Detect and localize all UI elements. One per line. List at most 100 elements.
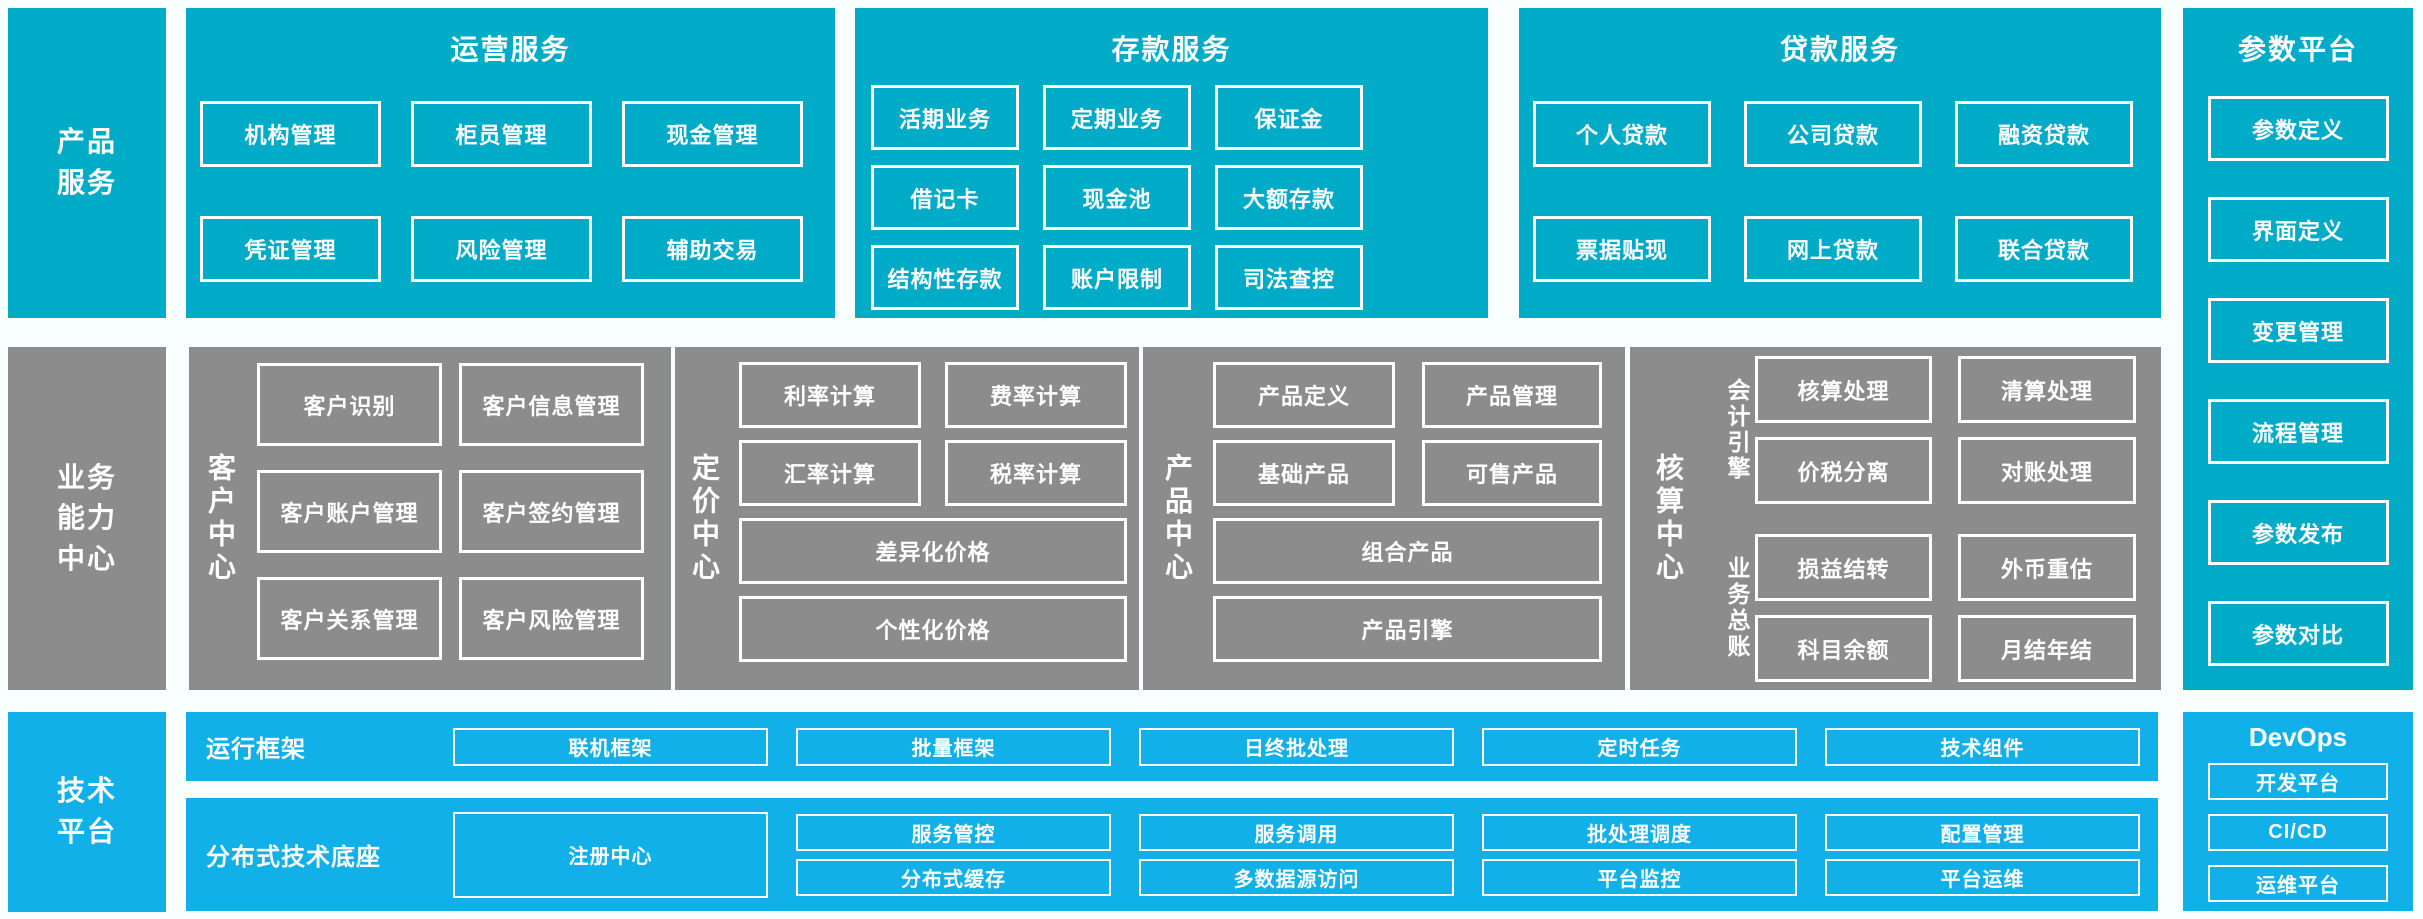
tech-box-distributed-cache: 分布式缓存: [796, 858, 1111, 896]
tech-box-multi-datasource: 多数据源访问: [1139, 858, 1454, 896]
panel-loan-services: 贷款服务 个人贷款 公司贷款 融资贷款 票据贴现 网上贷款 联合贷款: [1519, 8, 2161, 318]
panel-parameter-platform: 参数平台 参数定义 界面定义 变更管理 流程管理 参数发布 参数对比: [2183, 8, 2413, 690]
capability-box-product-engine: 产品引擎: [1213, 596, 1602, 662]
capability-box-customer-relation-mgmt: 客户关系管理: [257, 577, 442, 660]
tech-box-tech-component: 技术组件: [1825, 727, 2140, 766]
service-box-syndicated-loan: 联合贷款: [1955, 216, 2133, 282]
sidebar-product-services: 产品 服务: [8, 8, 166, 318]
panel-operations-services: 运营服务 机构管理 柜员管理 现金管理 凭证管理 风险管理 辅助交易: [186, 8, 835, 318]
service-box-change-mgmt: 变更管理: [2207, 298, 2389, 363]
tech-box-dev-platform: 开发平台: [2208, 763, 2388, 800]
capability-box-customer-signing-mgmt: 客户签约管理: [459, 470, 644, 553]
service-box-auxiliary-trade: 辅助交易: [622, 216, 803, 282]
capability-box-customer-identify: 客户识别: [257, 363, 442, 446]
service-box-cash-pool: 现金池: [1043, 165, 1191, 230]
capability-box-sellable-product: 可售产品: [1422, 440, 1602, 506]
tech-box-registry-center: 注册中心: [453, 811, 768, 898]
sidebar-technology-platform: 技术 平台: [8, 712, 166, 912]
service-box-judicial-control: 司法查控: [1215, 245, 1363, 310]
parameter-platform-stack: 参数定义 界面定义 变更管理 流程管理 参数发布 参数对比: [2207, 96, 2389, 666]
service-box-account-restriction: 账户限制: [1043, 245, 1191, 310]
tech-box-cicd: CI/CD: [2208, 814, 2388, 851]
tech-box-ops-platform: 运维平台: [2208, 865, 2388, 902]
capability-box-tax-calc: 税率计算: [945, 440, 1127, 506]
operations-title: 运营服务: [450, 34, 571, 65]
distributed-base-label: 分布式技术底座: [206, 844, 381, 871]
capability-box-differentiated-pricing: 差异化价格: [739, 518, 1127, 584]
tech-box-service-governance: 服务管控: [796, 813, 1111, 851]
service-box-parameter-definition: 参数定义: [2207, 96, 2389, 161]
capability-box-reconciliation: 对账处理: [1958, 437, 2136, 504]
customer-center-label: 客户中心: [205, 452, 236, 585]
tech-box-online-framework: 联机框架: [453, 727, 768, 766]
panel-product-center: 产品中心 产品定义 产品管理 基础产品 可售产品 组合产品 产品引擎: [1143, 347, 1625, 690]
pricing-center-label: 定价中心: [689, 452, 720, 585]
distributed-col-2: 服务调用 多数据源访问: [1139, 813, 1454, 896]
accounting-center-groups: 会计引擎 核算处理 清算处理 价税分离 对账处理 业务总账 损益结转 外币重估 …: [1724, 356, 2136, 682]
sidebar-business-capability-center: 业务 能力 中心: [8, 347, 166, 690]
capability-box-customer-risk-mgmt: 客户风险管理: [459, 577, 644, 660]
devops-stack: 开发平台 CI/CD 运维平台: [2208, 763, 2388, 902]
accounting-engine-group: 会计引擎 核算处理 清算处理 价税分离 对账处理: [1724, 356, 2136, 504]
panel-pricing-center: 定价中心 利率计算 费率计算 汇率计算 税率计算 差异化价格 个性化价格: [675, 347, 1139, 690]
capability-box-product-definition: 产品定义: [1213, 362, 1395, 428]
capability-box-pnl-carryover: 损益结转: [1755, 534, 1932, 601]
capability-box-clearing-processing: 清算处理: [1958, 356, 2136, 423]
capability-box-price-tax-separation: 价税分离: [1755, 437, 1932, 504]
service-box-margin: 保证金: [1215, 85, 1363, 150]
capability-box-fee-calc: 费率计算: [945, 362, 1127, 428]
tech-box-platform-monitoring: 平台监控: [1482, 858, 1797, 896]
business-ledger-group: 业务总账 损益结转 外币重估 科目余额 月结年结: [1724, 534, 2136, 682]
panel-runtime-framework: 运行框架 联机框架 批量框架 日终批处理 定时任务 技术组件: [186, 712, 2158, 781]
service-box-bill-discount: 票据贴现: [1533, 216, 1711, 282]
runtime-framework-label: 运行框架: [206, 736, 306, 763]
accounting-center-label: 核算中心: [1653, 452, 1684, 585]
capability-box-composite-product: 组合产品: [1213, 518, 1602, 584]
capability-box-accounting-processing: 核算处理: [1755, 356, 1932, 423]
capability-box-interest-calc: 利率计算: [739, 362, 921, 428]
parameter-platform-title: 参数平台: [2237, 34, 2358, 65]
service-box-parameter-release: 参数发布: [2207, 500, 2389, 565]
deposit-grid: 活期业务 定期业务 保证金 借记卡 现金池 大额存款 结构性存款 账户限制 司法…: [871, 85, 1488, 310]
business-ledger-grid: 损益结转 外币重估 科目余额 月结年结: [1755, 534, 2136, 682]
service-box-process-mgmt: 流程管理: [2207, 399, 2389, 464]
service-box-parameter-compare: 参数对比: [2207, 601, 2389, 666]
accounting-engine-grid: 核算处理 清算处理 价税分离 对账处理: [1755, 356, 2136, 504]
capability-box-fx-revaluation: 外币重估: [1958, 534, 2136, 601]
service-box-corporate-loan: 公司贷款: [1744, 101, 1922, 167]
pricing-center-grid: 利率计算 费率计算 汇率计算 税率计算 差异化价格 个性化价格: [739, 362, 1127, 662]
service-box-time-business: 定期业务: [1043, 85, 1191, 150]
capability-box-customer-account-mgmt: 客户账户管理: [257, 470, 442, 553]
tech-box-service-invocation: 服务调用: [1139, 813, 1454, 851]
tech-box-scheduled-task: 定时任务: [1482, 727, 1797, 766]
capability-box-month-year-end: 月结年结: [1958, 615, 2136, 682]
tech-box-batch-framework: 批量框架: [796, 727, 1111, 766]
panel-accounting-center: 核算中心 会计引擎 核算处理 清算处理 价税分离 对账处理 业务总账 损益结转 …: [1630, 347, 2161, 690]
distributed-col-1: 服务管控 分布式缓存: [796, 813, 1111, 896]
devops-title: DevOps: [2248, 722, 2348, 752]
service-box-institution-mgmt: 机构管理: [200, 101, 381, 167]
loan-title: 贷款服务: [1779, 34, 1900, 65]
capability-box-personalized-pricing: 个性化价格: [739, 596, 1127, 662]
service-box-large-deposit: 大额存款: [1215, 165, 1363, 230]
business-ledger-label: 业务总账: [1724, 556, 1750, 660]
tech-box-eod-batch: 日终批处理: [1139, 727, 1454, 766]
service-box-ui-definition: 界面定义: [2207, 197, 2389, 262]
panel-deposit-services: 存款服务 活期业务 定期业务 保证金 借记卡 现金池 大额存款 结构性存款 账户…: [855, 8, 1488, 318]
deposit-title: 存款服务: [1111, 34, 1232, 65]
tech-box-batch-scheduling: 批处理调度: [1482, 813, 1797, 851]
service-box-demand-business: 活期业务: [871, 85, 1019, 150]
distributed-col-4: 配置管理 平台运维: [1825, 813, 2140, 896]
distributed-base-boxes: 注册中心 服务管控 分布式缓存 服务调用 多数据源访问 批处理调度 平台监控 配…: [453, 811, 2140, 898]
capability-box-basic-product: 基础产品: [1213, 440, 1395, 506]
service-box-risk-mgmt: 风险管理: [411, 216, 592, 282]
operations-grid: 机构管理 柜员管理 现金管理 凭证管理 风险管理 辅助交易: [200, 101, 835, 282]
accounting-engine-label: 会计引擎: [1724, 378, 1750, 482]
panel-distributed-base: 分布式技术底座 注册中心 服务管控 分布式缓存 服务调用 多数据源访问 批处理调…: [186, 798, 2158, 911]
loan-grid: 个人贷款 公司贷款 融资贷款 票据贴现 网上贷款 联合贷款: [1533, 101, 2161, 282]
service-box-cash-mgmt: 现金管理: [622, 101, 803, 167]
product-center-grid: 产品定义 产品管理 基础产品 可售产品 组合产品 产品引擎: [1213, 362, 1602, 662]
distributed-col-3: 批处理调度 平台监控: [1482, 813, 1797, 896]
tech-box-config-mgmt: 配置管理: [1825, 813, 2140, 851]
